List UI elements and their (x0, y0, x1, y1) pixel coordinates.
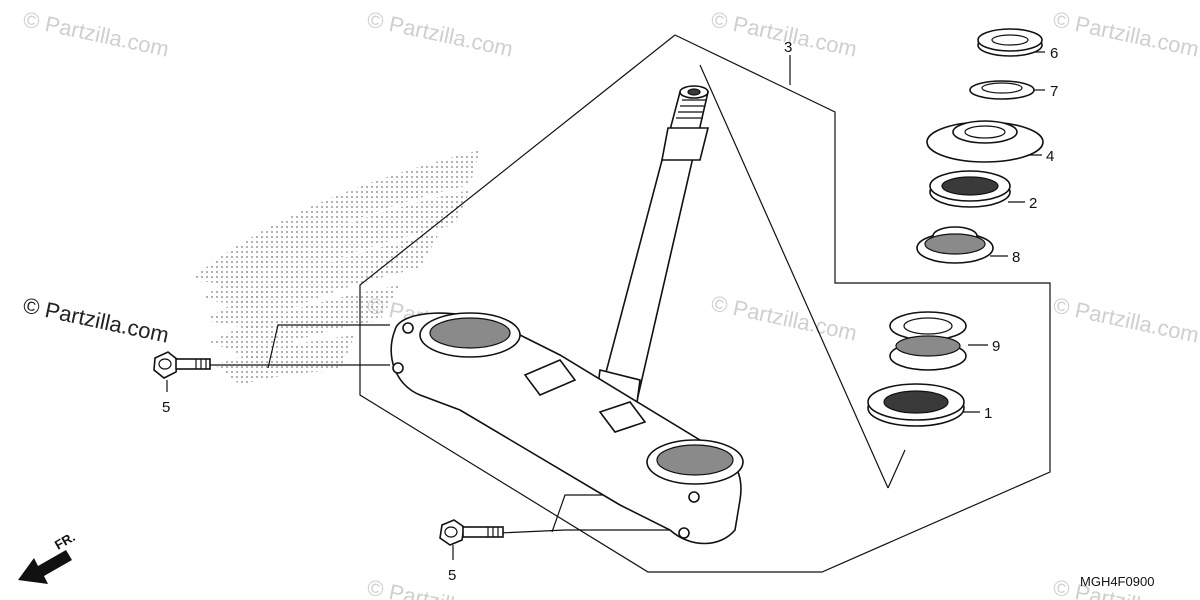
part-8-upper-bearing (916, 226, 994, 264)
leader-lines (166, 51, 1045, 560)
watermark-text: © Partzilla.com (365, 6, 515, 61)
diagram-code: MGH4F0900 (1080, 574, 1154, 589)
callout-4: 4 (1046, 148, 1054, 165)
part-1-dust-seal (867, 383, 965, 427)
part-6-lock-nut (977, 28, 1043, 57)
bottom-bridge (390, 312, 744, 545)
watermark-text: © Partzilla.com (1051, 6, 1200, 61)
part-5-bolt-upper (153, 351, 211, 379)
callout-labels: 3 6 7 4 2 8 9 1 5 5 (162, 39, 1058, 584)
part-7-lock-washer (969, 80, 1035, 100)
callout-9: 9 (992, 338, 1000, 355)
callout-8: 8 (1012, 249, 1020, 266)
front-arrow-icon: FR. (18, 529, 78, 584)
part-5-bolt-lower (439, 519, 504, 546)
callout-2: 2 (1029, 195, 1037, 212)
watermark-text: © Partzilla.com (21, 6, 171, 61)
front-arrow-label: FR. (52, 529, 78, 552)
callout-6: 6 (1050, 45, 1058, 62)
wing-logo-icon (190, 150, 480, 385)
callout-7: 7 (1050, 83, 1058, 100)
watermark-text-dark: © Partzilla.com (21, 292, 171, 347)
callout-5-lower: 5 (448, 567, 456, 584)
watermark-text: © Partzilla.com (365, 574, 515, 600)
watermark-text: © Partzilla.com (1051, 292, 1200, 347)
steering-stem (595, 85, 710, 411)
callout-5-upper: 5 (162, 399, 170, 416)
part-9-lower-bearing (889, 311, 967, 371)
watermark-text: © Partzilla.com (709, 290, 859, 345)
assembly-group-outline (359, 34, 1051, 573)
part-4-adjusting-nut (926, 120, 1044, 163)
callout-1: 1 (984, 405, 992, 422)
callout-3: 3 (784, 39, 792, 56)
part-2-dust-seal (929, 170, 1011, 208)
